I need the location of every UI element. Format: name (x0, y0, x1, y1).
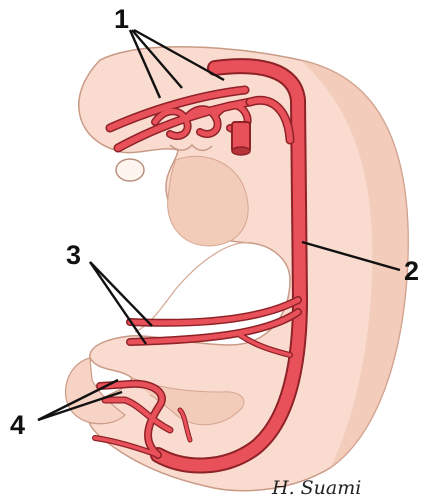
embryo-body (65, 47, 408, 491)
label-3: 3 (66, 240, 81, 270)
leader-3a (90, 262, 152, 326)
label-4: 4 (10, 410, 25, 440)
eye-placode (116, 159, 144, 181)
leader-3b (90, 262, 146, 344)
label-1: 1 (114, 4, 129, 34)
artist-signature: H. Suami (271, 477, 361, 499)
label-2: 2 (404, 256, 419, 286)
outflow-trunk-opening (232, 147, 250, 155)
